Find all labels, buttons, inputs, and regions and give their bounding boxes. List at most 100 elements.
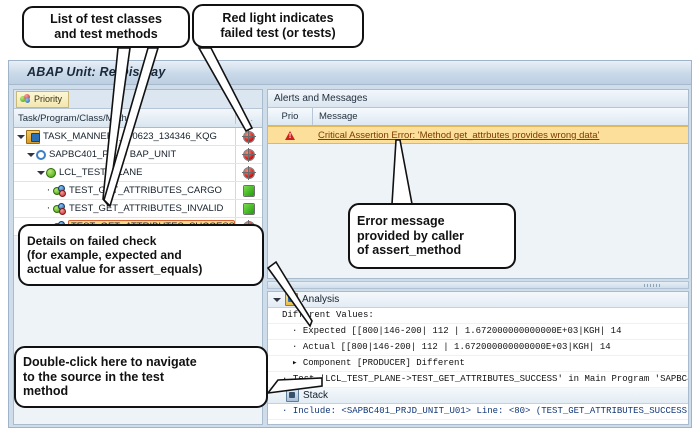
- status-green-light-icon: [244, 185, 254, 196]
- callout-line: provided by caller: [357, 228, 464, 243]
- tree-row-status-cell: [236, 182, 262, 199]
- chevron-down-icon[interactable]: [272, 295, 282, 305]
- analysis-section-header[interactable]: Analysis: [268, 292, 688, 308]
- tree-row[interactable]: SAPBC401_PRJD BAP_UNIT: [14, 146, 262, 164]
- class-icon: [46, 168, 56, 178]
- tree-row-name-cell[interactable]: LCL_TEST_PLANE: [14, 164, 236, 181]
- callout-line: of assert_method: [357, 243, 462, 258]
- stack-line-text: Include: <SAPBC401_PRJD_UNIT_U01> Line: …: [292, 406, 688, 416]
- tree-row[interactable]: TASK_MANNERT_2 0623_134346_KQG: [14, 128, 262, 146]
- splitter-grip-icon[interactable]: [644, 283, 662, 287]
- method-icon: [53, 202, 66, 215]
- alerts-empty-area: [268, 144, 688, 162]
- program-icon: [36, 150, 46, 160]
- chevron-down-icon[interactable]: [26, 150, 35, 159]
- tree-row[interactable]: · TEST_GET_ATTRIBUTES_CARGO: [14, 182, 262, 200]
- tree-toolbar: Priority: [14, 90, 262, 109]
- warning-triangle-icon: [285, 130, 295, 140]
- analysis-line-text: Component [PRODUCER] Different: [302, 358, 465, 368]
- callout-line: (for example, expected and: [27, 247, 182, 262]
- callout-line: List of test classes: [50, 12, 162, 27]
- analysis-line-text: Expected [[800|146-200| 112 | 1.67200000…: [302, 326, 622, 336]
- tree-row-status-cell: [236, 164, 262, 181]
- callout-line: failed test (or tests): [220, 26, 336, 40]
- callout-line: and test methods: [54, 27, 158, 41]
- callout-line: Red light indicates: [222, 11, 334, 26]
- alerts-column-headers: Prio Message: [268, 108, 688, 126]
- analysis-line[interactable]: Different Values:: [268, 308, 688, 324]
- method-icon: [53, 184, 66, 197]
- alerts-rows-container: Critical Assertion Error: 'Method get_at…: [268, 126, 688, 144]
- status-red-light-icon: [242, 165, 256, 180]
- analysis-line-text: Different Values:: [282, 310, 374, 320]
- status-red-light-icon: [242, 147, 256, 162]
- analysis-line-text: Test 'LCL_TEST_PLANE->TEST_GET_ATTRIBUTE…: [292, 374, 688, 384]
- status-red-light-icon: [242, 129, 256, 144]
- tree-row-label: SAPBC401_PRJD BAP_UNIT: [49, 149, 177, 160]
- alert-prio-cell: [268, 127, 312, 143]
- tree-row-status-cell: [236, 128, 262, 145]
- analysis-caption: Analysis: [302, 294, 340, 305]
- analysis-icon: [285, 293, 298, 306]
- tree-row-status-cell: [236, 146, 262, 163]
- analysis-stack-panel: Analysis Different Values: · Expected [[8…: [267, 291, 689, 425]
- stack-line[interactable]: · Include: <SAPBC401_PRJD_UNIT_U01> Line…: [268, 404, 688, 420]
- callout-line: method: [23, 384, 69, 399]
- tree-column-headers: Task/Program/Class/Meth ...: [14, 109, 262, 128]
- chevron-down-icon[interactable]: [16, 132, 25, 141]
- tree-row-name-cell[interactable]: SAPBC401_PRJD BAP_UNIT: [14, 146, 236, 163]
- tree-row-status-cell: [236, 200, 262, 217]
- tree-col-name: Task/Program/Class/Meth: [14, 112, 236, 124]
- tree-row-label: TEST_GET_ATTRIBUTES_INVALID: [69, 203, 224, 214]
- alert-row[interactable]: Critical Assertion Error: 'Method get_at…: [268, 126, 688, 144]
- tree-row-name-cell[interactable]: · TEST_GET_ATTRIBUTES_CARGO: [14, 182, 236, 199]
- tree-row-name-cell[interactable]: ·TEST_GET_ATTRIBUTES_INVALID: [14, 200, 236, 217]
- analysis-line[interactable]: · Test 'LCL_TEST_PLANE->TEST_GET_ATTRIBU…: [268, 372, 688, 388]
- tree-row[interactable]: ·TEST_GET_ATTRIBUTES_INVALID: [14, 200, 262, 218]
- stack-icon: [286, 389, 299, 402]
- status-green-light-icon: [244, 203, 254, 214]
- line-marker-icon: ·: [292, 342, 303, 352]
- line-marker-icon: ·: [282, 374, 293, 384]
- tree-row-label: TEST_GET_ATTRIBUTES_CARGO: [69, 185, 222, 196]
- stack-caption: Stack: [303, 390, 329, 401]
- priority-balls-icon: [20, 94, 31, 104]
- line-marker-icon: ·: [292, 326, 303, 336]
- alerts-col-prio: Prio: [268, 108, 313, 125]
- callout-line: to the source in the test: [23, 369, 164, 384]
- alerts-col-message: Message: [319, 111, 358, 122]
- analysis-line[interactable]: · Actual [[800|146-200| 112 | 1.67200000…: [268, 340, 688, 356]
- callout-failed-check-details: Details on failed check(for example, exp…: [18, 224, 264, 286]
- alerts-caption: Alerts and Messages: [268, 90, 688, 108]
- callout-line: Double-click here to navigate: [23, 354, 197, 369]
- stack-section-header[interactable]: Stack: [268, 388, 688, 404]
- callout-text: Details on failed check(for example, exp…: [27, 234, 255, 276]
- tree-row[interactable]: LCL_TEST_PLANE: [14, 164, 262, 182]
- panel-splitter[interactable]: [267, 281, 689, 289]
- tree-row-label: TASK_MANNERT_2 0623_134346_KQG: [43, 131, 217, 142]
- window-title: ABAP Unit: Re Display: [9, 61, 691, 85]
- priority-button[interactable]: Priority: [16, 90, 70, 108]
- tree-leaf-bullet-icon: ·: [46, 184, 51, 196]
- callout-line: Error message: [357, 213, 445, 228]
- analysis-line[interactable]: · Expected [[800|146-200| 112 | 1.672000…: [268, 324, 688, 340]
- analysis-line[interactable]: ▸ Component [PRODUCER] Different: [268, 356, 688, 372]
- chevron-down-icon[interactable]: [36, 168, 45, 177]
- alert-message-link[interactable]: Critical Assertion Error: 'Method get_at…: [318, 129, 600, 141]
- stack-lines-container: · Include: <SAPBC401_PRJD_UNIT_U01> Line…: [268, 404, 688, 420]
- priority-button-label: Priority: [34, 94, 63, 104]
- line-marker-icon: ▸: [292, 358, 303, 368]
- tree-row-name-cell[interactable]: TASK_MANNERT_2 0623_134346_KQG: [14, 128, 236, 145]
- line-marker-icon: ·: [282, 406, 293, 416]
- callout-line: actual value for assert_equals): [27, 262, 203, 277]
- analysis-line-text: Actual [[800|146-200| 112 | 1.6720000000…: [302, 342, 611, 352]
- callout-line: Details on failed check: [27, 233, 157, 248]
